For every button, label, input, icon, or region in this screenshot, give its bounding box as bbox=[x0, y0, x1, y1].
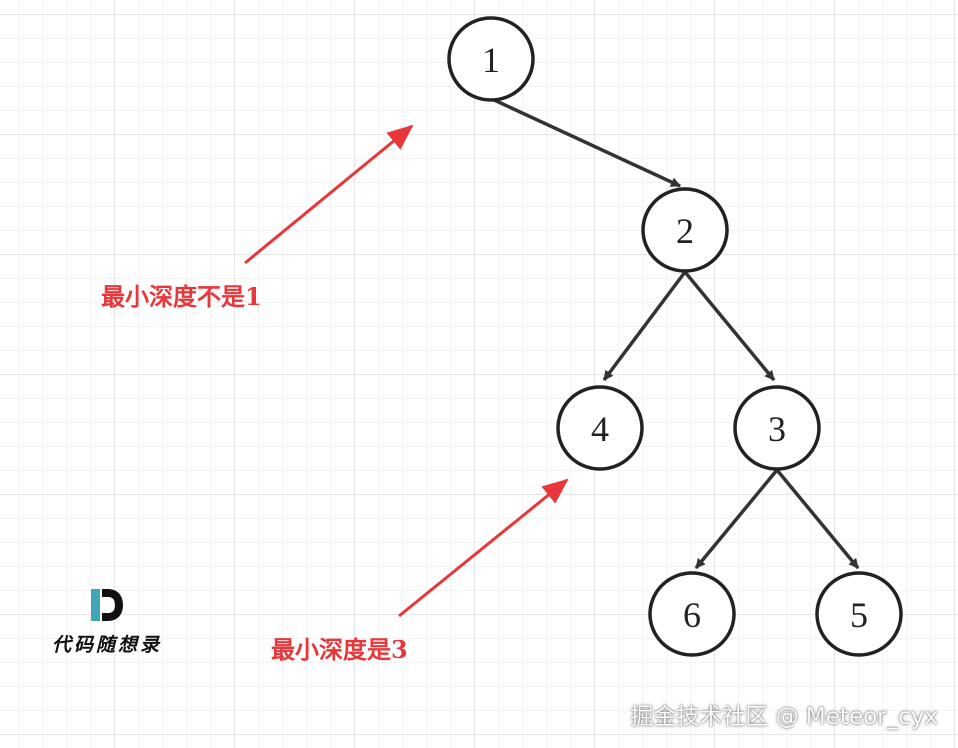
node-label: 5 bbox=[850, 595, 868, 635]
watermark-text: 掘金技术社区 @ Meteor_cyx bbox=[630, 704, 938, 730]
note-min-depth-three: 最小深度是3 bbox=[271, 635, 408, 664]
tree-node-5: 5 bbox=[815, 571, 903, 657]
node-label: 6 bbox=[683, 595, 701, 635]
logo-d-mark bbox=[91, 589, 123, 621]
edge-1-2 bbox=[491, 97, 681, 188]
tree-node-2: 2 bbox=[641, 187, 729, 273]
tree-node-1: 1 bbox=[447, 16, 535, 102]
edge-2-4 bbox=[602, 270, 687, 382]
logo-text: 代码随想录 bbox=[51, 634, 162, 656]
tree-edges bbox=[491, 97, 860, 570]
brand-logo: 代码随想录 bbox=[42, 586, 172, 657]
node-label: 4 bbox=[591, 409, 609, 449]
edge-3-6 bbox=[694, 468, 779, 570]
note-min-depth-not-one: 最小深度不是1 bbox=[101, 282, 262, 311]
tree-node-3: 3 bbox=[733, 385, 821, 471]
tree-node-4: 4 bbox=[556, 385, 644, 471]
annotation-arrow-top bbox=[244, 124, 414, 265]
node-label: 3 bbox=[768, 409, 786, 449]
node-label: 2 bbox=[676, 211, 694, 251]
tree-node-6: 6 bbox=[648, 571, 736, 657]
edge-3-5 bbox=[775, 468, 860, 570]
node-label: 1 bbox=[482, 40, 500, 80]
annotation-arrow-bottom bbox=[398, 478, 569, 618]
edge-2-3 bbox=[683, 270, 776, 382]
